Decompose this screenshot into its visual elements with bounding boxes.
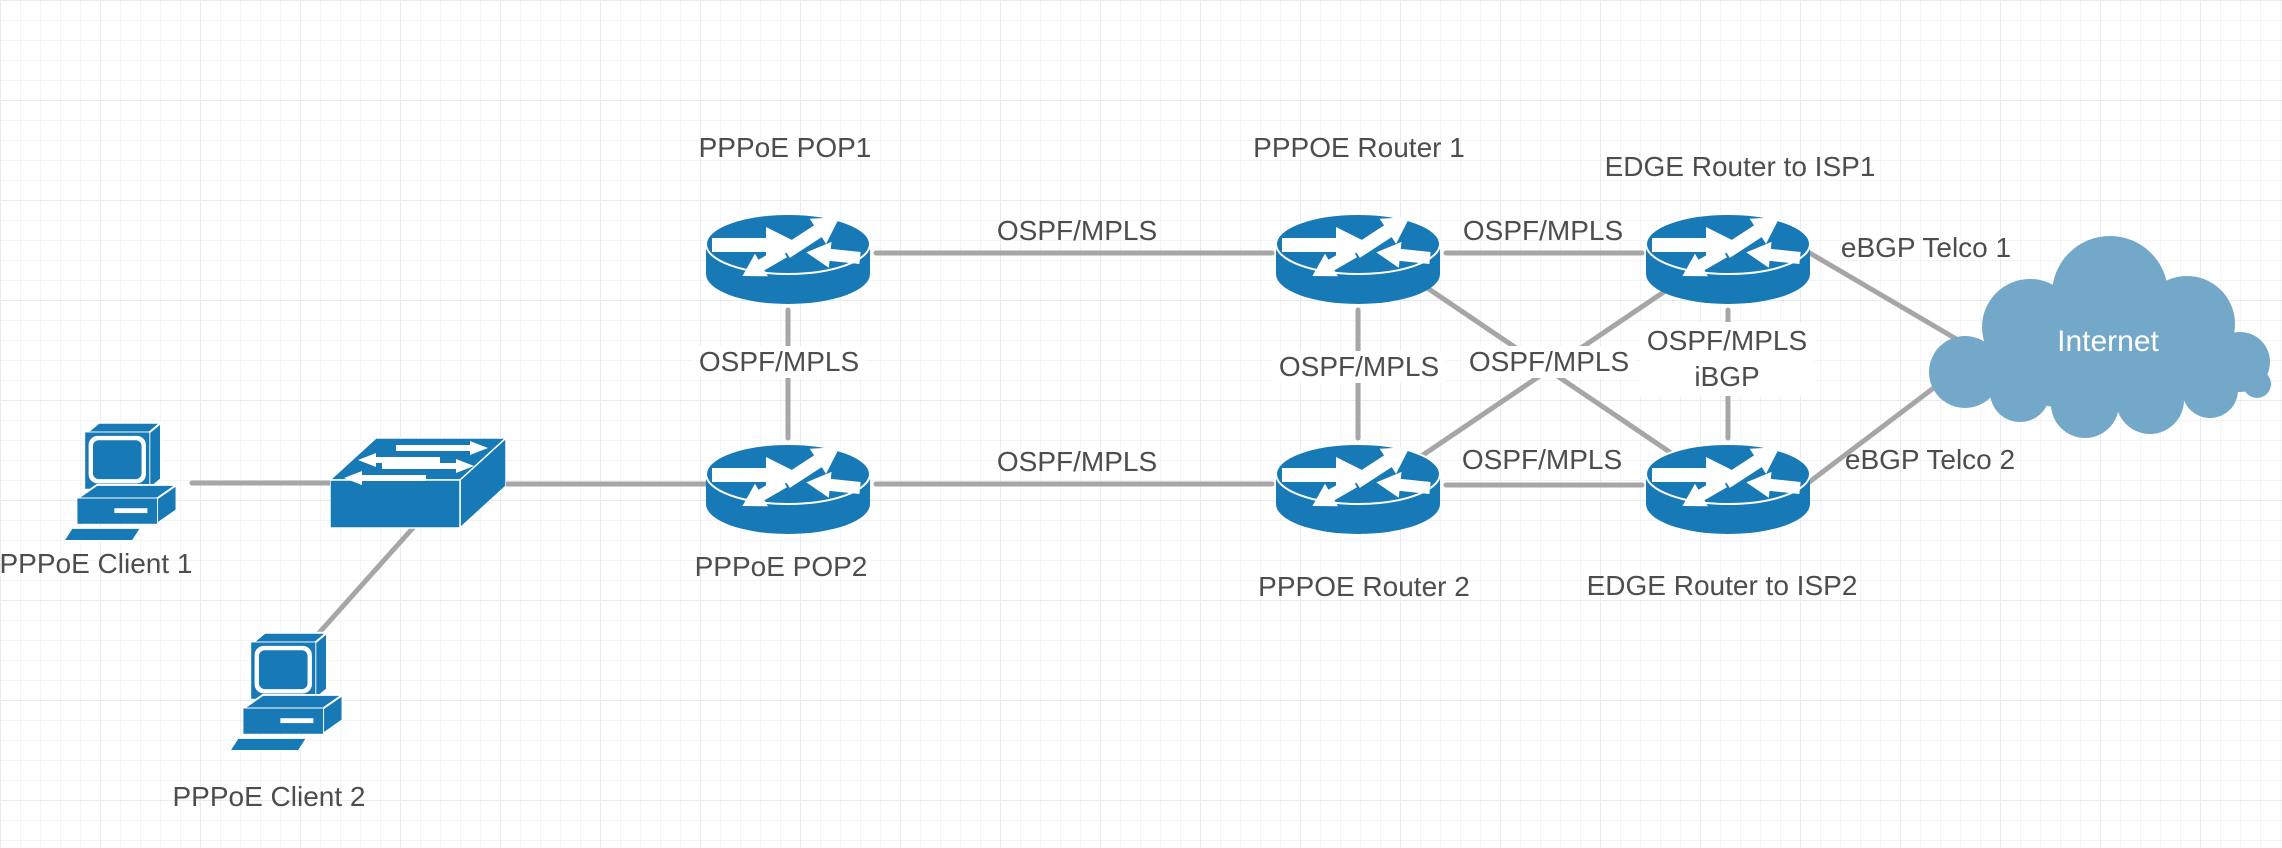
router-icon	[1645, 443, 1811, 534]
client1-label: PPPoE Client 1	[0, 548, 193, 579]
node-internet[interactable]	[1925, 232, 2271, 456]
router2-label: PPPOE Router 2	[1258, 571, 1470, 602]
link-edge1-internet[interactable]	[1805, 249, 1961, 343]
edge1-label: EDGE Router to ISP1	[1604, 151, 1876, 182]
link-label-router1-router2: OSPF/MPLS	[1271, 351, 1447, 383]
link-label-edge2-internet: eBGP Telco 2	[1844, 444, 2016, 475]
router-icon	[1275, 213, 1441, 304]
node-switch1[interactable]	[330, 436, 506, 532]
node-pop2[interactable]	[698, 430, 878, 544]
link-label-edge1-edge2-line1: OSPF/MPLS	[1646, 325, 1808, 356]
node-router1[interactable]	[1268, 200, 1448, 314]
router1-label: PPPOE Router 1	[1253, 132, 1465, 163]
client2-label: PPPoE Client 2	[172, 781, 366, 812]
router-icon	[705, 443, 871, 534]
pop2-label: PPPoE POP2	[694, 551, 868, 582]
link-label-edge1-edge2-line2: iBGP	[1694, 361, 1760, 392]
desktop-computer-icon	[226, 630, 346, 753]
router-icon	[705, 213, 871, 304]
link-label-router1-edge1: OSPF/MPLS	[1462, 215, 1624, 246]
link-label-router2-edge2: OSPF/MPLS	[1461, 444, 1623, 475]
link-label-edge1-internet: eBGP Telco 1	[1840, 232, 2012, 263]
pop1-label: PPPoE POP1	[698, 132, 872, 163]
desktop-computer-icon	[60, 420, 180, 543]
link-switch-client2[interactable]	[299, 517, 423, 655]
router-icon	[1645, 213, 1811, 304]
link-label-pop1-router1: OSPF/MPLS	[996, 215, 1158, 246]
cloud-icon	[1929, 236, 2271, 438]
link-label-cross-links: OSPF/MPLS	[1461, 346, 1637, 378]
node-edge1[interactable]	[1638, 200, 1818, 314]
node-client2[interactable]	[224, 628, 360, 756]
switch-icon	[330, 436, 506, 530]
node-pop1[interactable]	[698, 200, 878, 314]
link-label-pop2-router2: OSPF/MPLS	[996, 446, 1158, 477]
router-icon	[1275, 443, 1441, 534]
edge2-label: EDGE Router to ISP2	[1586, 570, 1858, 601]
node-edge2[interactable]	[1638, 430, 1818, 544]
internet-label: Internet	[2057, 325, 2159, 358]
node-router2[interactable]	[1268, 430, 1448, 544]
link-label-edge1-edge2: OSPF/MPLS iBGP	[1639, 322, 1815, 396]
node-client1[interactable]	[58, 418, 194, 546]
link-label-pop1-pop2: OSPF/MPLS	[691, 346, 867, 378]
